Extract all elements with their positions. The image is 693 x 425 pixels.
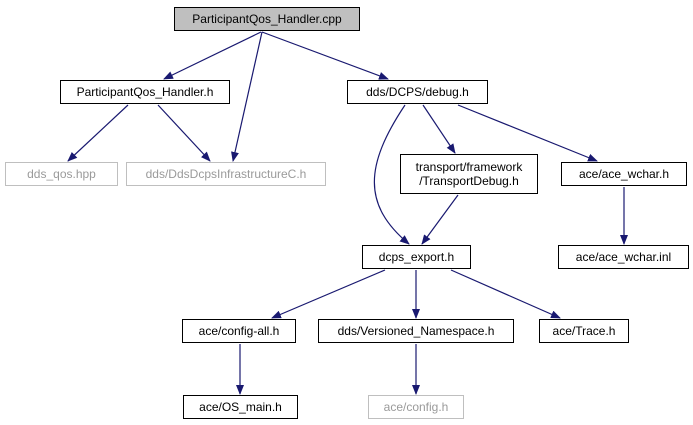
node-ace-wchar-h[interactable]: ace/ace_wchar.h xyxy=(561,162,687,186)
node-ace-wchar-inl[interactable]: ace/ace_wchar.inl xyxy=(558,245,689,269)
node-dds-dcps-infrastructure-c-h[interactable]: dds/DdsDcpsInfrastructureC.h xyxy=(126,162,326,186)
node-ace-os-main-h[interactable]: ace/OS_main.h xyxy=(183,395,298,419)
node-dds-versioned-namespace-h[interactable]: dds/Versioned_Namespace.h xyxy=(318,319,514,343)
node-ace-trace-h[interactable]: ace/Trace.h xyxy=(539,319,629,343)
edge-transport-debug-to-dcps-export xyxy=(421,194,459,245)
node-transport-debug-h[interactable]: transport/framework /TransportDebug.h xyxy=(400,154,538,194)
edge-dcps-export-to-trace-h xyxy=(450,269,561,319)
edge-pqos-h-to-dds-qos xyxy=(67,104,129,162)
edge-root-to-pqos-h xyxy=(163,31,262,80)
edge-debug-h-to-ace-wchar-h xyxy=(457,104,598,162)
node-ace-config-all-h[interactable]: ace/config-all.h xyxy=(182,319,296,343)
edge-root-to-infrastructure-h xyxy=(231,31,263,162)
node-dcps-debug-h[interactable]: dds/DCPS/debug.h xyxy=(347,80,488,104)
node-participantqos-handler-cpp[interactable]: ParticipantQos_Handler.cpp xyxy=(174,7,360,31)
node-ace-config-h[interactable]: ace/config.h xyxy=(368,395,464,419)
edge-debug-h-to-transport-debug xyxy=(422,104,456,154)
edge-dcps-export-to-config-all xyxy=(271,269,386,319)
edge-root-to-debug-h xyxy=(261,31,389,80)
node-dcps-export-h[interactable]: dcps_export.h xyxy=(362,245,471,269)
edge-debug-h-to-dcps-export xyxy=(373,104,410,245)
node-participantqos-handler-h[interactable]: ParticipantQos_Handler.h xyxy=(60,80,230,104)
node-dds-qos-hpp[interactable]: dds_qos.hpp xyxy=(5,162,118,186)
edge-pqos-h-to-infrastructure-h xyxy=(157,104,211,162)
